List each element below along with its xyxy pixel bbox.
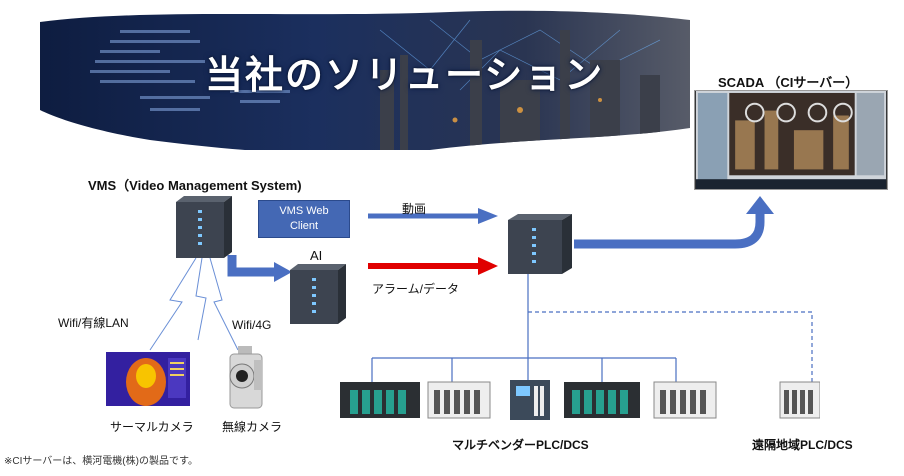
wifi-lan-label: Wifi/有線LAN [58, 316, 129, 330]
alarm-arrowhead [478, 257, 498, 275]
ai-label: AI [310, 248, 323, 263]
to-scada-arrow [574, 212, 765, 249]
thermal-camera-label: サーマルカメラ [110, 420, 194, 434]
vms-server-icon [176, 196, 232, 258]
scada-screenshot-image [694, 90, 888, 190]
plc-device-5 [653, 381, 717, 419]
alarm-data-label: アラーム/データ [372, 282, 459, 296]
thermal-camera-image [106, 352, 190, 406]
video-label: 動画 [402, 202, 427, 216]
wireless-camera-label: 無線カメラ [222, 420, 283, 434]
plc-device-3 [510, 380, 550, 420]
plc-device-remote [779, 381, 820, 419]
footnote: ※CIサーバーは、横河電機(株)の製品です。 [4, 456, 198, 467]
vms-to-ai-arrowhead [274, 262, 292, 282]
vms-to-ai-arrow [227, 255, 276, 277]
wifi-4g-label: Wifi/4G [232, 318, 272, 332]
solution-banner-image [40, 10, 690, 150]
plc-device-1 [340, 382, 420, 418]
plc-device-4 [564, 382, 640, 418]
to-scada-arrowhead [746, 196, 774, 214]
center-server-icon [508, 214, 572, 274]
wireless-camera-image [229, 346, 263, 409]
vms-web-client-line2: Client [289, 220, 319, 232]
remote-plc-label: 遠隔地域PLC/DCS [752, 438, 853, 452]
plc-device-2 [427, 381, 491, 419]
vms-web-client-box: VMS Web Client [258, 200, 350, 238]
vms-title: VMS（Video Management System) [88, 178, 302, 193]
vms-web-client-line1: VMS Web [279, 205, 329, 217]
scada-title: SCADA （CIサーバー） [718, 75, 859, 90]
wifi-4g-link [209, 257, 239, 351]
video-arrowhead [478, 208, 498, 224]
ai-server-icon [290, 264, 346, 324]
remote-dashed-line [528, 311, 813, 382]
plc-devices [340, 380, 820, 420]
wifi-lan-link [149, 257, 197, 351]
multivendor-plc-label: マルチベンダーPLC/DCS [452, 438, 589, 452]
banner-title: 当社のソリューション [205, 55, 605, 97]
